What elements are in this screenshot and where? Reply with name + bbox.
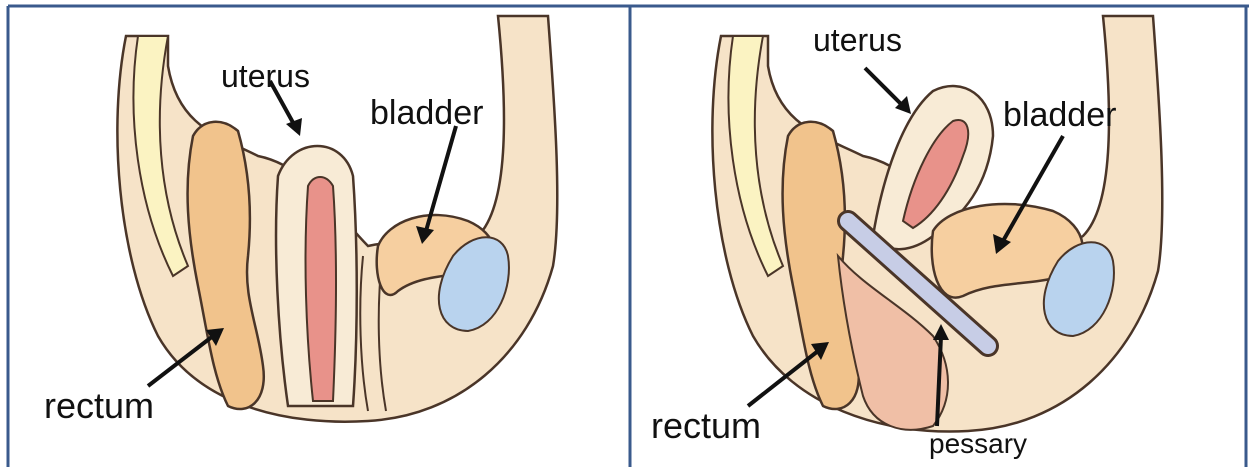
pessary-label: pessary bbox=[929, 430, 1027, 458]
bladder-label: bladder bbox=[1003, 98, 1116, 132]
rectum-label: rectum bbox=[651, 408, 761, 444]
uterus-arrow bbox=[865, 68, 903, 106]
pessary-panel: uterus bladder rectum pessary bbox=[633, 6, 1245, 467]
bladder-label: bladder bbox=[370, 96, 483, 130]
normal-anatomy-panel: uterus bladder rectum bbox=[8, 6, 628, 467]
uterus-inner bbox=[306, 177, 337, 401]
uterus-label: uterus bbox=[221, 60, 310, 92]
pessary-illustration bbox=[633, 6, 1245, 467]
rectum-label: rectum bbox=[44, 388, 154, 424]
uterus-label: uterus bbox=[813, 24, 902, 56]
